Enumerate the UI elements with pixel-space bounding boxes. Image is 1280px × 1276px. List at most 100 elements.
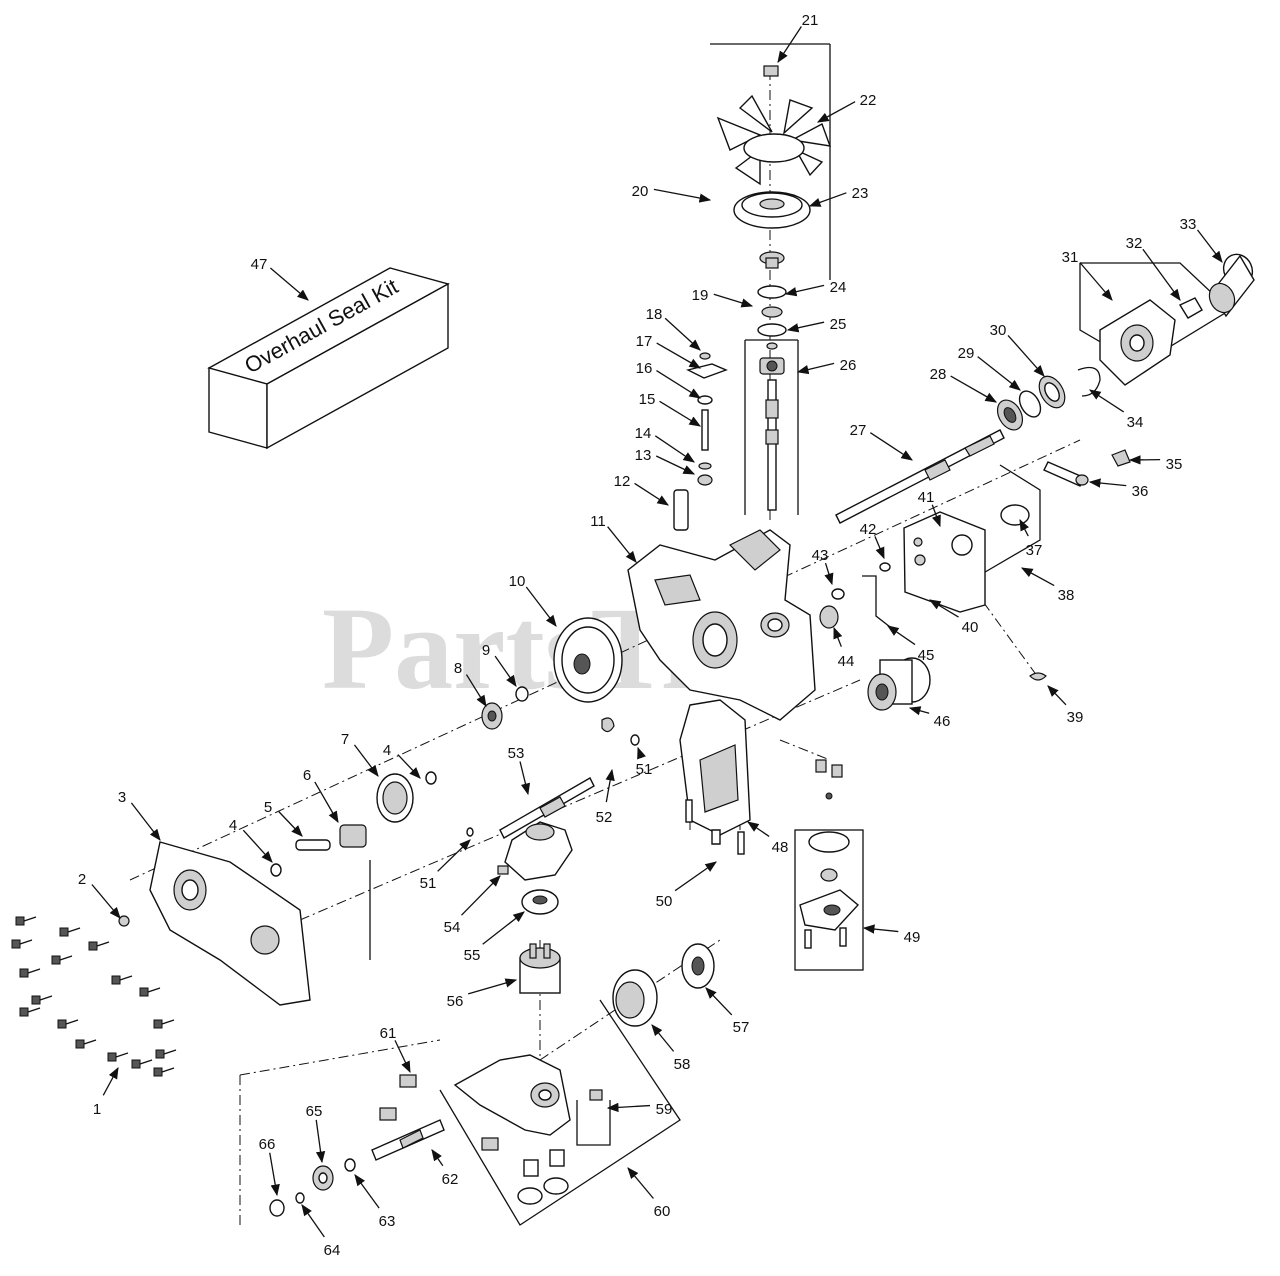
main-housing bbox=[627, 529, 816, 721]
leader-c6 bbox=[314, 781, 339, 824]
leader-c13 bbox=[655, 455, 696, 475]
callout-c34: 34 bbox=[1127, 414, 1144, 431]
leader-c24 bbox=[784, 284, 825, 297]
bull-gear bbox=[553, 617, 623, 703]
arm-clip bbox=[1111, 449, 1131, 467]
spacer-ring bbox=[757, 323, 787, 337]
callout-c63: 63 bbox=[379, 1213, 396, 1230]
leader-c46 bbox=[908, 706, 930, 716]
callout-c59: 59 bbox=[656, 1101, 673, 1118]
callout-c45: 45 bbox=[918, 647, 935, 664]
small-ring bbox=[766, 342, 778, 350]
input-shaft bbox=[765, 379, 779, 511]
leader-c10 bbox=[525, 586, 557, 627]
leader-c34 bbox=[1089, 389, 1125, 413]
leader-c59 bbox=[606, 1102, 651, 1113]
leader-c60 bbox=[627, 1167, 654, 1199]
snap-ring bbox=[295, 1192, 305, 1204]
cover-bolt bbox=[31, 995, 53, 1005]
callout-c10: 10 bbox=[509, 573, 526, 590]
leader-c18 bbox=[664, 317, 701, 351]
pinion-gear bbox=[339, 824, 367, 848]
plug-seal-b bbox=[543, 1177, 569, 1195]
cover-bolt bbox=[51, 955, 73, 965]
filter-and-sump bbox=[679, 657, 931, 949]
leader-c4b bbox=[397, 754, 421, 779]
leader-c38 bbox=[1020, 567, 1055, 587]
callout-leaders bbox=[91, 26, 1223, 1238]
oil-filter bbox=[867, 657, 931, 711]
callout-c28: 28 bbox=[930, 366, 947, 383]
leader-c47 bbox=[269, 267, 309, 301]
callout-c30: 30 bbox=[990, 322, 1007, 339]
leader-c42 bbox=[874, 536, 885, 560]
callout-c23: 23 bbox=[852, 185, 869, 202]
leader-c30 bbox=[1007, 334, 1045, 377]
callout-c49: 49 bbox=[904, 929, 921, 946]
callout-c61: 61 bbox=[380, 1025, 397, 1042]
callout-c38: 38 bbox=[1058, 587, 1075, 604]
callout-c56: 56 bbox=[447, 993, 464, 1010]
callout-c57: 57 bbox=[733, 1019, 750, 1036]
brake-arm bbox=[1043, 461, 1087, 487]
callout-c7: 7 bbox=[341, 731, 349, 748]
cover-bolt bbox=[153, 1067, 175, 1077]
cover-bolts bbox=[11, 916, 177, 1077]
input-bearing bbox=[759, 357, 785, 375]
leader-c45 bbox=[887, 625, 916, 646]
leader-c63 bbox=[354, 1174, 380, 1209]
callout-c5: 5 bbox=[264, 799, 272, 816]
leader-c26 bbox=[796, 362, 835, 375]
bull-gear-bearing bbox=[481, 702, 503, 730]
gear-train bbox=[270, 617, 640, 877]
leader-c48 bbox=[747, 821, 770, 837]
cover-bolt bbox=[153, 1019, 175, 1029]
sump-bracket bbox=[679, 699, 751, 836]
leader-c44 bbox=[833, 626, 843, 647]
drain-plug-b bbox=[549, 1149, 565, 1167]
leader-c58 bbox=[651, 1024, 675, 1052]
cover-bolt bbox=[75, 1039, 97, 1049]
leader-c7 bbox=[353, 744, 379, 777]
leader-c23 bbox=[808, 192, 847, 207]
fan-nut bbox=[763, 65, 779, 77]
leader-c1 bbox=[102, 1066, 119, 1096]
leader-c9 bbox=[494, 655, 517, 687]
thrust-washer-b bbox=[269, 1199, 285, 1217]
cover-bolt bbox=[15, 916, 37, 926]
side-cover bbox=[118, 841, 311, 1006]
fan-hub bbox=[759, 251, 785, 269]
callout-c4b: 4 bbox=[383, 742, 391, 759]
callout-c6: 6 bbox=[303, 767, 311, 784]
leader-c3 bbox=[130, 802, 161, 841]
leader-c8 bbox=[465, 674, 487, 707]
callout-c40: 40 bbox=[962, 619, 979, 636]
leader-c31 bbox=[1079, 262, 1113, 301]
callout-c58: 58 bbox=[674, 1056, 691, 1073]
callout-c35: 35 bbox=[1166, 456, 1183, 473]
leader-c12 bbox=[634, 482, 669, 506]
sump-bolt-b bbox=[737, 831, 745, 855]
callout-c33: 33 bbox=[1180, 216, 1197, 233]
thrust-washer bbox=[1018, 390, 1042, 418]
charge-pump bbox=[497, 821, 573, 881]
sump-bolt-a bbox=[685, 799, 693, 823]
leader-c62 bbox=[431, 1149, 444, 1167]
callout-c46: 46 bbox=[934, 713, 951, 730]
leader-c49 bbox=[862, 924, 899, 934]
cover-bolt bbox=[139, 987, 161, 997]
drain-assembly bbox=[799, 759, 860, 949]
center-section-body bbox=[453, 1054, 571, 1136]
cover-bolt bbox=[88, 941, 110, 951]
leader-c22 bbox=[816, 101, 856, 123]
cover-bolt bbox=[57, 1019, 79, 1029]
callout-c31: 31 bbox=[1062, 249, 1079, 266]
pump-cylinder-block bbox=[519, 943, 561, 994]
leader-c61 bbox=[394, 1040, 411, 1074]
leader-c56 bbox=[467, 978, 518, 995]
callout-c11: 11 bbox=[590, 513, 606, 530]
leader-c21 bbox=[777, 26, 802, 63]
cover-bolt bbox=[111, 975, 133, 985]
center-section bbox=[269, 821, 715, 1217]
